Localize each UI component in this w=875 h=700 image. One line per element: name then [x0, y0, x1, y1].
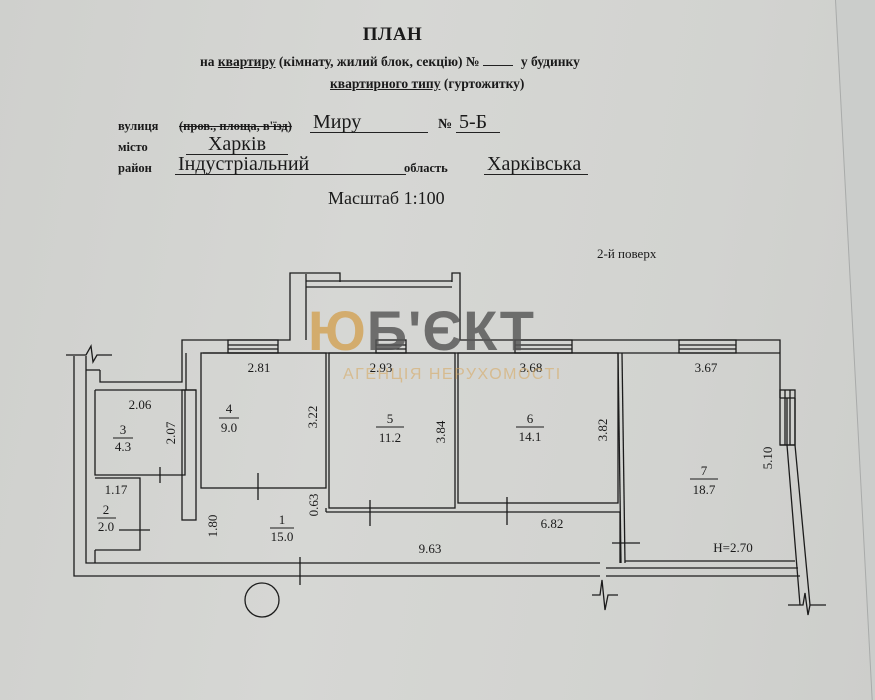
dim-r5-height: 3.84 — [433, 420, 448, 443]
city-value: Харків — [186, 134, 288, 155]
region-label: область — [404, 161, 448, 175]
dim-ceiling-height: H=2.70 — [713, 540, 752, 555]
street-alt-struck: (пров., площа, в'їзд) — [179, 119, 292, 133]
building-type-alt: (гуртожитку) — [443, 76, 525, 91]
object-type: квартиру — [217, 54, 276, 69]
street-value: Миру — [310, 112, 428, 133]
watermark-logo-accent: Ю — [308, 299, 367, 362]
street-label: вулиця — [118, 119, 159, 133]
dim-r3-width: 2.06 — [129, 397, 152, 412]
dim-r1-height: 1.80 — [205, 515, 220, 538]
dim-r6-height: 3.82 — [595, 419, 610, 442]
watermark-subtitle: АГЕНЦІЯ НЕРУХОМОСТІ — [343, 366, 562, 383]
apartment-number-blank — [483, 65, 514, 66]
building-type: квартирного типу — [330, 76, 441, 91]
dim-corridor-length: 9.63 — [419, 541, 442, 556]
room-4-number: 4 — [226, 401, 233, 416]
scale-label: Масштаб 1:100 — [328, 188, 445, 208]
room-7-number: 7 — [701, 463, 708, 478]
room-4-area: 9.0 — [221, 420, 237, 435]
house-number-label: № — [438, 117, 453, 132]
watermark-logo: ЮБ'ЄКТ — [308, 303, 535, 359]
room-6-area: 14.1 — [519, 429, 542, 444]
city-label: місто — [118, 140, 148, 154]
dim-r3-height: 2.07 — [163, 421, 178, 444]
room-6-number: 6 — [527, 411, 534, 426]
prefix-text: на — [200, 54, 215, 69]
dim-r7-height: 5.10 — [760, 447, 775, 470]
room-7-area: 18.7 — [693, 482, 716, 497]
room-3-number: 3 — [120, 422, 127, 437]
dim-r4-height: 3.22 — [305, 406, 320, 429]
room-3-area: 4.3 — [115, 439, 131, 454]
document-title: ПЛАН — [362, 24, 423, 45]
document-subtitle-line2: квартирного типу (гуртожитку) — [330, 76, 524, 92]
room-5-number: 5 — [387, 411, 394, 426]
region-value: Харківська — [484, 154, 588, 175]
document-subtitle-line1: на квартиру (кімнату, жилий блок, секцію… — [200, 54, 580, 70]
suffix-text: у будинку — [520, 54, 580, 69]
room-2-number: 2 — [103, 502, 110, 517]
floor-label: 2-й поверх — [597, 246, 657, 261]
district-label: район — [118, 161, 152, 175]
dim-r2-width: 1.17 — [105, 482, 128, 497]
object-options: (кімнату, жилий блок, секцію) № — [278, 54, 480, 69]
room-2-area: 2.0 — [98, 519, 114, 534]
watermark-logo-text: Б'ЄКТ — [366, 299, 535, 362]
dim-r1-gap: 0.63 — [306, 494, 321, 517]
house-number-value: 5-Б — [456, 112, 500, 133]
district-value: Індустріальний — [175, 154, 406, 175]
room-5-area: 11.2 — [379, 430, 401, 445]
dim-r5-width: 2.93 — [370, 360, 393, 375]
dim-r4-width: 2.81 — [248, 360, 271, 375]
dim-r7-width: 3.67 — [695, 360, 718, 375]
room-1-area: 15.0 — [271, 529, 294, 544]
dim-corridor-length-2: 6.82 — [541, 516, 564, 531]
room-1-number: 1 — [279, 512, 286, 527]
dim-r6-width: 3.68 — [520, 360, 543, 375]
